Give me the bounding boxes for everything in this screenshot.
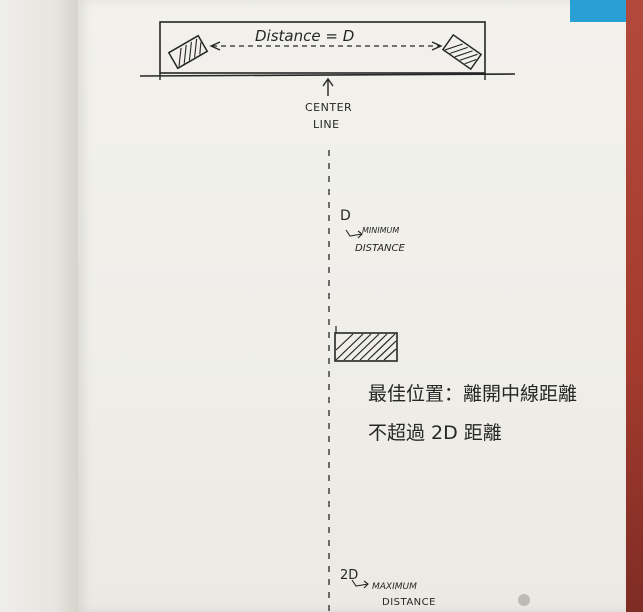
max-label-line2: DISTANCE [382,597,436,608]
max-label-line1: MAXIMUM [372,582,417,592]
min-arrow [345,229,363,237]
watermark-icon [518,594,530,606]
left-notebook-page [0,0,78,612]
notebook-page [78,0,626,612]
min-label-line1: MINIMUM [362,226,400,235]
chinese-note-line2: 不超過 2D 距離 [368,422,502,444]
notebook-cover-edge [626,0,643,612]
left-speaker [167,34,209,70]
right-speaker [441,33,483,71]
optimal-position-box [334,332,398,362]
distance-label: Distance = D [255,27,355,45]
centerline-label-line2: LINE [313,118,340,131]
centerline-label-line1: CENTER [305,101,353,114]
max-marker: 2D [340,568,359,583]
screen-box [159,21,486,74]
baseline [139,73,516,77]
sticky-note [570,0,626,22]
min-marker: D [340,208,351,224]
min-label-line2: DISTANCE [355,243,405,254]
chinese-note-line1: 最佳位置：離開中線距離 [368,383,578,405]
max-arrow [351,579,369,587]
